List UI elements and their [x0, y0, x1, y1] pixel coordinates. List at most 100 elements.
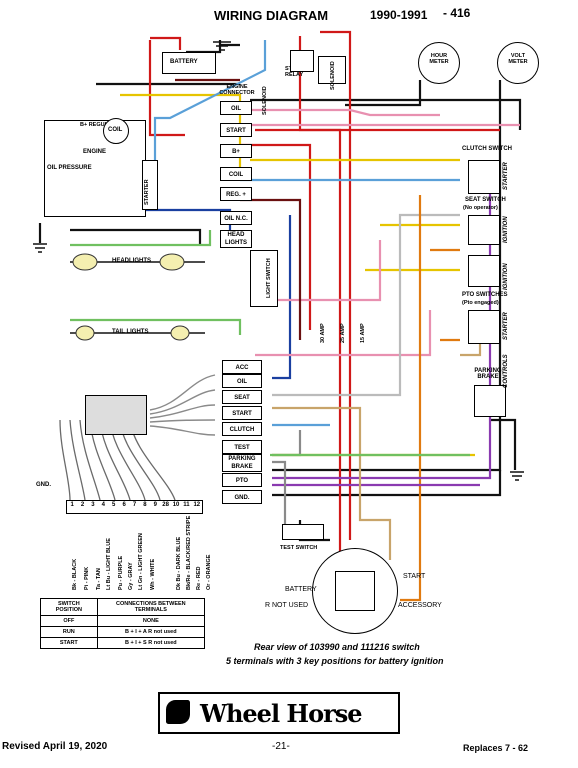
harness-pin: GND. — [222, 490, 262, 504]
key-r-not-used-label: R NOT USED — [265, 602, 309, 609]
engine-connector-pin: OIL — [220, 101, 252, 115]
key-battery-label: BATTERY — [285, 586, 317, 593]
years-label: 1990-1991 — [370, 8, 428, 22]
connector-number: 12 — [193, 502, 201, 508]
page-title: WIRING DIAGRAM — [214, 8, 329, 23]
start-relay-box — [290, 50, 314, 72]
connector-number: 5 — [112, 502, 116, 508]
seat-switch-label: SEAT SWITCH — [465, 197, 506, 203]
harness-pin: PARKING BRAKE — [222, 454, 262, 472]
legend-col2-header: CONNECTIONS BETWEEN TERMINALS — [96, 598, 206, 616]
taillight-right — [170, 325, 190, 341]
engine-connector-pin: START — [220, 123, 252, 137]
legend-row-pos: START — [40, 637, 98, 649]
taillight-left — [75, 325, 95, 341]
harness-pin: SEAT — [222, 390, 262, 404]
gnd-label: GND. — [36, 482, 51, 488]
connector-number: 11 — [183, 502, 190, 508]
headlight-left — [72, 253, 98, 271]
harness-pin: OIL — [222, 374, 262, 388]
pto-switch-box[interactable] — [468, 310, 500, 344]
hour-meter-icon: HOUR METER — [418, 42, 460, 84]
wire-re-4 — [320, 30, 352, 540]
ground-symbol-1 — [213, 41, 231, 51]
tail-lights-label: TAIL LIGHTS — [112, 329, 149, 335]
caption-line-1: Rear view of 103990 and 111216 switch — [254, 642, 420, 652]
light-switch-box[interactable] — [250, 250, 278, 307]
wire-dkbu-2 — [272, 215, 292, 380]
headlights-label: HEADLIGHTS — [112, 258, 151, 264]
key-switch[interactable] — [312, 548, 398, 634]
switch-legend-table: SWITCH POSITION CONNECTIONS BETWEEN TERM… — [40, 598, 206, 649]
wire-bk-6 — [70, 228, 202, 245]
engine-box: ENGINE OIL PRESSURE — [44, 120, 146, 217]
starter-label: STARTER — [144, 179, 150, 205]
color-key-entry: Bk - BLACK — [72, 558, 78, 590]
wire-ta-2 — [460, 340, 482, 357]
connector-number: 7 — [132, 502, 137, 508]
engine-connector-pin: OIL N.C. — [220, 211, 252, 225]
wire-or-1 — [400, 195, 422, 602]
key-start-label: START — [403, 573, 426, 580]
engine-connector-pin: B+ — [220, 144, 252, 158]
color-key-entry: Or - ORANGE — [206, 554, 212, 590]
footer-revised: Revised April 19, 2020 — [2, 741, 108, 752]
wire-re-6 — [240, 143, 312, 330]
hour-meter-label: HOUR METER — [429, 53, 449, 65]
color-key-entry: Wh - WHITE — [150, 558, 156, 590]
wire-bkre-1 — [240, 198, 302, 340]
connector-number: 3 — [91, 502, 95, 508]
solenoid-box — [318, 56, 346, 84]
engine-connector-pin: HEAD LIGHTS — [220, 230, 252, 248]
parking-brake-box[interactable] — [474, 385, 506, 417]
ignition-switch-box[interactable] — [468, 255, 500, 287]
starter-box — [142, 160, 158, 210]
wire-gy-1 — [272, 430, 302, 457]
clutch-switch-box[interactable] — [468, 160, 500, 194]
engine-label: ENGINE — [83, 149, 107, 155]
logo-text: Wheel Horse — [200, 699, 363, 728]
color-key-entry: Re - RED — [196, 566, 202, 590]
side-label-ignition-2: IGNITION — [503, 263, 509, 290]
connector-number: 8 — [143, 502, 147, 508]
wire-bk-5 — [272, 80, 502, 472]
wire-ltgn-1 — [70, 230, 212, 247]
footer-page: -21- — [272, 741, 290, 752]
test-switch-label: TEST SWITCH — [280, 545, 318, 551]
pto-switches-sub: (Pto engaged) — [462, 300, 499, 306]
wire-ltbu-1 — [153, 40, 267, 200]
volt-meter-label: VOLT METER — [508, 53, 528, 65]
harness-fan-2 — [59, 419, 176, 501]
color-key-entry: Dk Bu - DARK BLUE — [176, 536, 182, 590]
color-key-entry: Bk/Re - BLACK/RED STRIPE — [186, 515, 192, 590]
engine-connector-pin: COIL — [220, 167, 252, 181]
coil-label: COIL — [108, 127, 123, 133]
seat-switch-box[interactable] — [468, 215, 500, 245]
harness-pin: CLUTCH — [222, 422, 262, 436]
key-switch-body — [335, 571, 375, 611]
ground-symbol-2 — [33, 243, 47, 253]
caption-line-2: 5 terminals with 3 key positions for bat… — [226, 656, 444, 666]
wire-bk-8 — [272, 470, 502, 497]
parking-brake-label: PARKING BRAKE — [474, 368, 502, 380]
clutch-switch-label: CLUTCH SWITCH — [462, 146, 512, 152]
model-label: - 416 — [443, 6, 471, 20]
light-switch-label: LIGHT SWITCH — [266, 258, 272, 298]
battery-box: BATTERY — [162, 52, 216, 74]
side-label-controls: CONTROLS — [503, 354, 509, 388]
wheel-horse-logo: Wheel Horse — [158, 692, 400, 734]
color-key-entry: Pi - PINK — [84, 566, 90, 590]
fuse-label: 30 AMP — [320, 323, 326, 343]
wire-pi-2 — [250, 108, 440, 117]
wire-pi-3 — [265, 240, 382, 302]
wire-ltgn-2 — [70, 318, 242, 335]
color-key-entry: Pu - PURPLE — [118, 555, 124, 590]
test-switch-box[interactable] — [282, 524, 324, 540]
harness-pin: TEST — [222, 440, 262, 454]
legend-row-conn: B + I + S R not used — [96, 637, 206, 649]
coil-icon: COIL — [103, 118, 129, 144]
harness-plug — [85, 395, 147, 435]
connector-number: 4 — [101, 502, 105, 508]
footer-replaces: Replaces 7 - 62 — [463, 743, 529, 753]
